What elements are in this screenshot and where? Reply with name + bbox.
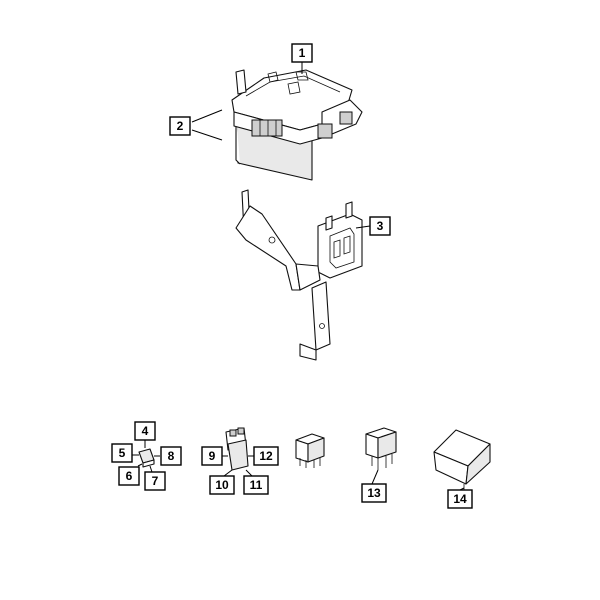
callout-9-label: 9 (209, 449, 216, 463)
callout-14: 14 (447, 489, 473, 509)
callout-14-label: 14 (453, 492, 467, 506)
callout-2: 2 (169, 116, 191, 136)
callout-13-label: 13 (367, 486, 381, 500)
callout-8-label: 8 (168, 449, 175, 463)
callout-5: 5 (111, 443, 133, 463)
callout-1: 1 (291, 43, 313, 63)
callout-3-label: 3 (377, 219, 384, 233)
callout-1-label: 1 (299, 46, 306, 60)
callout-7-label: 7 (152, 474, 159, 488)
relay (365, 427, 397, 470)
callout-6: 6 (118, 466, 140, 486)
callout-5-label: 5 (119, 446, 126, 460)
callout-13: 13 (361, 483, 387, 503)
callout-11: 11 (243, 475, 269, 495)
callout-10: 10 (209, 475, 235, 495)
callout-6-label: 6 (126, 469, 133, 483)
callout-7: 7 (144, 471, 166, 491)
callout-2-label: 2 (177, 119, 184, 133)
large-relay (433, 429, 491, 490)
callout-12-label: 12 (259, 449, 273, 463)
callout-9: 9 (201, 446, 223, 466)
fuse-box-assembly (231, 69, 363, 181)
callout-4: 4 (134, 421, 156, 441)
callout-10-label: 10 (215, 478, 229, 492)
callout-3: 3 (369, 216, 391, 236)
callout-11-label: 11 (250, 478, 263, 492)
callout-4-label: 4 (142, 424, 149, 438)
mini-fuse (138, 448, 155, 468)
callout-8: 8 (160, 446, 182, 466)
cartridge-fuse (225, 427, 249, 471)
micro-relay (295, 433, 325, 468)
mounting-bracket (235, 189, 363, 361)
callout-12: 12 (253, 446, 279, 466)
leader-lines (132, 60, 465, 491)
